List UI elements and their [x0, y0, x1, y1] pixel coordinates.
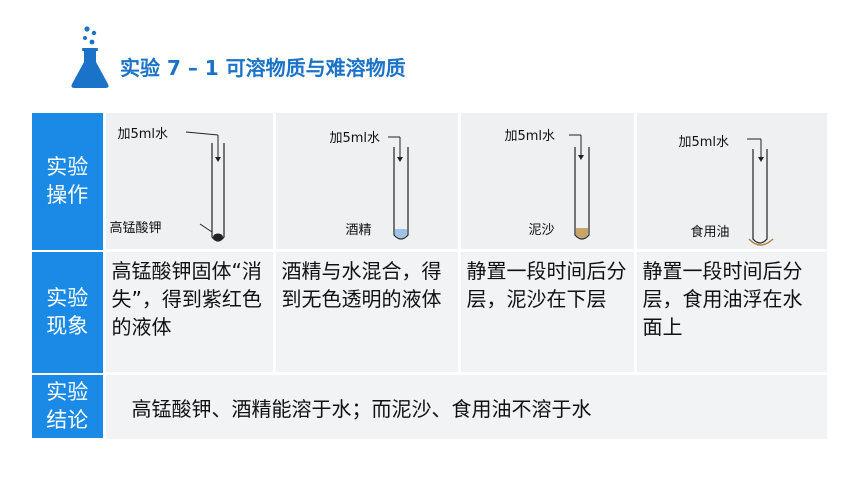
- conclusion-row: 实验 结论 高锰酸钾、酒精能溶于水；而泥沙、食用油不溶于水: [32, 372, 827, 440]
- operation-cell-potassium-permanganate: 加5ml水 高锰酸钾: [102, 113, 274, 251]
- add-water-label: 加5ml水: [678, 135, 730, 150]
- substance-label: 高锰酸钾: [109, 221, 162, 236]
- operation-cell-sand: 加5ml水 泥沙: [457, 113, 635, 251]
- page-title: 实验 7 – 1 可溶物质与难溶物质: [120, 56, 406, 80]
- operation-row: 实验 操作 加5ml水 高锰酸钾 加5ml水 酒精: [32, 113, 827, 252]
- flask-icon: [71, 26, 109, 88]
- substance-label: 食用油: [690, 225, 730, 240]
- add-water-label: 加5ml水: [329, 131, 381, 146]
- operation-cell-alcohol: 加5ml水 酒精: [272, 113, 459, 251]
- operation-cell-cooking-oil: 加5ml水 食用油: [633, 113, 827, 251]
- test-tube-illustration: [387, 136, 409, 240]
- substance-label: 泥沙: [528, 223, 555, 238]
- phenomenon-sand: 静置一段时间后分层，泥沙在下层: [457, 249, 635, 374]
- slide-header: 实验 7 – 1 可溶物质与难溶物质: [60, 24, 840, 90]
- phenomenon-alcohol: 酒精与水混合，得到无色透明的液体: [272, 249, 459, 374]
- test-tube-illustration: [185, 131, 225, 242]
- phenomenon-cooking-oil: 静置一段时间后分层，食用油浮在水面上: [633, 249, 827, 374]
- substance-label: 酒精: [345, 223, 372, 238]
- phenomenon-row: 实验 现象 高锰酸钾固体“消失”，得到紫红色的液体 酒精与水混合，得到无色透明的…: [32, 249, 827, 375]
- conclusion-text: 高锰酸钾、酒精能溶于水；而泥沙、食用油不溶于水: [102, 372, 827, 439]
- test-tube-illustration: [746, 138, 773, 246]
- experiment-table: 实验 操作 加5ml水 高锰酸钾 加5ml水 酒精: [32, 113, 827, 440]
- row-header-phenomenon: 实验 现象: [32, 250, 104, 375]
- test-tube-illustration: [568, 134, 590, 240]
- row-header-operation: 实验 操作: [32, 113, 104, 252]
- row-header-conclusion: 实验 结论: [32, 373, 104, 440]
- add-water-label: 加5ml水: [504, 129, 556, 144]
- phenomenon-potassium-permanganate: 高锰酸钾固体“消失”，得到紫红色的液体: [102, 249, 274, 374]
- add-water-label: 加5ml水: [117, 127, 169, 142]
